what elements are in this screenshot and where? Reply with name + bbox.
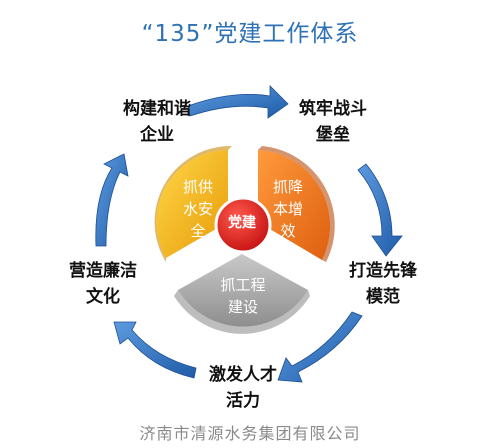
- arrow-right: [357, 163, 403, 257]
- arrow-left: [95, 153, 129, 247]
- node-harmonious-enterprise: 构建和谐 企业: [123, 99, 191, 145]
- sector-engineering-3d: [174, 290, 310, 334]
- sector-cost-efficiency: [258, 150, 331, 260]
- node-fighting-fortress: 筑牢战斗 堡垒: [299, 99, 367, 145]
- company-name: 济南市清源水务集团有限公司: [139, 424, 361, 443]
- arrow-bottom-left: [113, 321, 197, 379]
- sector-water-safety: [156, 150, 228, 258]
- center-circle: [214, 196, 272, 254]
- sector-engineering: [178, 254, 308, 327]
- sector-label-engineering: 抓工程 建设: [220, 276, 266, 316]
- node-talent-vitality: 激发人才 活力: [209, 365, 277, 411]
- arrow-bottom-right: [277, 311, 363, 383]
- arrow-top: [187, 85, 289, 119]
- cycle-arrows: [95, 85, 403, 383]
- node-integrity-culture: 营造廉洁 文化: [69, 261, 137, 307]
- center-label: 党建: [228, 215, 256, 231]
- sector-cost-efficiency-3d: [258, 146, 335, 262]
- sector-label-cost-efficiency: 抓降 本增 效: [272, 178, 303, 240]
- sector-label-water-safety: 抓供 水安 全: [182, 178, 213, 240]
- diagram-title: “135”党建工作体系: [141, 21, 359, 47]
- inner-sectors: [154, 145, 335, 334]
- node-vanguard-model: 打造先锋 模范: [349, 261, 417, 307]
